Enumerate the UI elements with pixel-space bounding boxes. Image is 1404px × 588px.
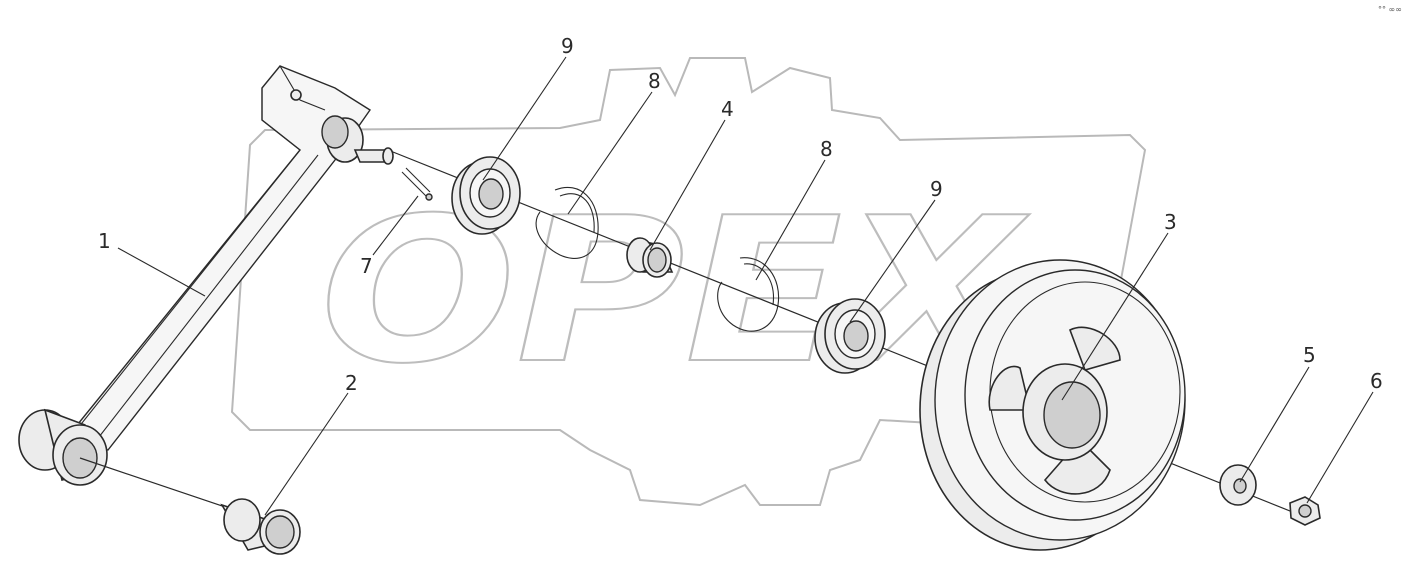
part-8-ring-b	[717, 257, 780, 332]
part-6-castle-nut	[1289, 496, 1321, 526]
part-2-bushing	[220, 498, 301, 555]
callout-7: 7	[360, 254, 373, 278]
callout-4: 4	[721, 97, 734, 121]
watermark-logo: OPEX	[319, 174, 1031, 409]
corner-mark: °° ∞∞	[1378, 5, 1402, 14]
callout-6: 6	[1370, 369, 1383, 393]
axis-bushing	[79, 457, 241, 513]
leader-lines	[117, 56, 1374, 516]
callout-1: 1	[98, 229, 111, 253]
callout-9-second: 9	[930, 177, 943, 201]
callout-8-second: 8	[820, 137, 833, 161]
callout-5: 5	[1303, 343, 1316, 367]
callout-2: 2	[345, 371, 358, 395]
watermark-text: OPEX	[320, 175, 1030, 408]
part-1-lever-arm	[18, 65, 394, 486]
part-8-ring-a	[535, 186, 599, 259]
part-7-cotter-pin	[401, 167, 433, 201]
part-9-bearing-a	[451, 156, 521, 235]
callout-8-first: 8	[648, 69, 661, 93]
part-4-spacer	[626, 237, 674, 278]
watermark-gear	[230, 57, 1147, 507]
part-5-washer	[1219, 464, 1257, 506]
callout-3: 3	[1164, 210, 1177, 234]
callout-9-first: 9	[561, 34, 574, 58]
part-9-bearing-b	[814, 298, 886, 374]
